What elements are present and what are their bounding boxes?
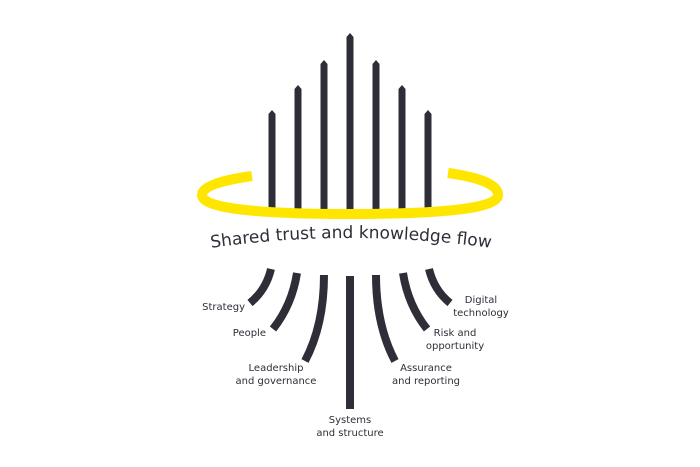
label-assurance-2: and reporting xyxy=(392,376,460,387)
label-risk-2: opportunity xyxy=(426,341,484,352)
vertical-bar xyxy=(346,33,354,216)
diagram-title: Shared trust and knowledge flow xyxy=(209,223,493,253)
vertical-bar xyxy=(320,60,328,216)
label-assurance-1: Assurance xyxy=(400,363,452,374)
label-strategy: Strategy xyxy=(202,302,245,313)
label-people: People xyxy=(233,328,266,339)
vertical-bar xyxy=(268,110,276,216)
vertical-bar xyxy=(424,110,432,216)
label-digital-1: Digital xyxy=(465,295,497,306)
label-systems-1: Systems xyxy=(329,415,372,426)
flow-line-assurance xyxy=(372,274,399,363)
vertical-bar xyxy=(398,85,406,216)
flow-line-people xyxy=(269,272,301,332)
ring-back xyxy=(447,168,503,197)
flow-line-leadership xyxy=(301,274,328,363)
vertical-bar xyxy=(372,60,380,216)
title-text: Shared trust and knowledge flow xyxy=(209,223,493,253)
label-systems-2: and structure xyxy=(316,428,383,439)
vertical-bar xyxy=(294,85,302,216)
flow-line-risk xyxy=(399,272,431,332)
flow-line-digital xyxy=(425,267,453,307)
flow-line-strategy xyxy=(247,267,275,307)
label-risk-1: Risk and xyxy=(434,328,477,339)
label-leadership-1: Leadership xyxy=(249,363,304,374)
label-leadership-2: and governance xyxy=(236,376,317,387)
ring-back xyxy=(197,171,253,197)
ring-front xyxy=(197,193,503,220)
label-digital-2: technology xyxy=(453,308,509,319)
